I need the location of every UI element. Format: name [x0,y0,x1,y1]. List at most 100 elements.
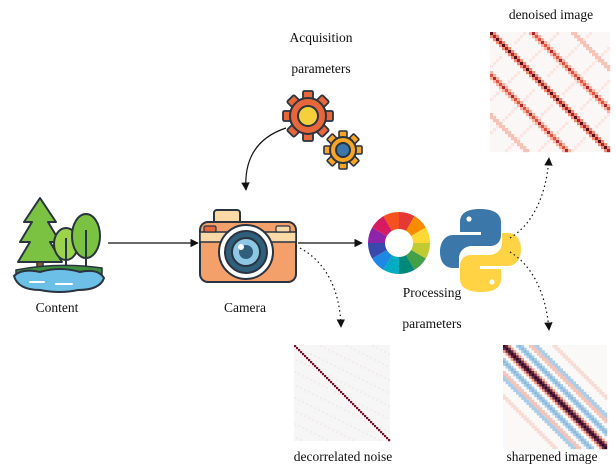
matrix-cell [523,146,527,150]
matrix-cell [607,80,611,84]
matrix-cell [544,384,548,387]
decorrelated-noise-panel [294,345,391,442]
matrix-cell [538,125,542,129]
matrix-cell [559,128,563,132]
matrix-cell [581,438,584,442]
matrix-cell [591,407,595,411]
matrix-cell [518,373,522,377]
matrix-cell [529,113,533,117]
matrix-cell [577,80,581,84]
arrow-python-to-sharpened [509,251,553,331]
matrix-cell [294,371,297,374]
matrix-cell [560,415,563,418]
matrix-cell [493,38,497,42]
color-wheel-segment [406,250,426,270]
matrix-cell [557,397,561,400]
matrix-cell [328,427,331,430]
matrix-cell [581,397,584,400]
matrix-cell [529,373,532,377]
matrix-cell [574,146,578,150]
matrix-cell [526,402,530,405]
matrix-cell [502,86,506,90]
matrix-cell [601,446,605,450]
matrix-cell [508,363,511,366]
matrix-cell [583,80,587,84]
matrix-cell [505,350,509,353]
matrix-cell [534,381,537,385]
matrix-cell [318,409,321,412]
matrix-cell [523,417,527,421]
matrix-cell [502,119,506,123]
matrix-cell [539,365,543,369]
matrix-cell [583,428,587,431]
matrix-cell [508,381,511,385]
matrix-cell [565,355,569,359]
matrix-cell [322,385,325,388]
matrix-cell [586,410,589,413]
matrix-cell [578,386,582,390]
matrix-cell [557,350,561,353]
matrix-cell [531,358,535,361]
matrix-cell [586,376,589,379]
matrix-cell [516,373,519,377]
matrix-cell [300,439,303,442]
matrix-cell [571,110,575,114]
matrix-cell [544,381,548,385]
matrix-cell [560,350,563,353]
matrix-cell [607,104,611,108]
matrix-cell [294,423,297,426]
matrix-cell [549,389,553,392]
matrix-cell [523,107,527,111]
matrix-cell [578,407,582,411]
matrix-cell [601,415,605,418]
matrix-cell [538,35,542,39]
matrix-cell [568,113,572,117]
matrix-cell [539,355,543,359]
matrix-cell [560,417,563,421]
matrix-cell [517,62,521,66]
matrix-cell [316,369,319,372]
matrix-cell [523,131,527,135]
matrix-cell [549,386,553,390]
matrix-cell [599,443,602,447]
matrix-cell [544,412,548,416]
matrix-cell [366,381,369,384]
matrix-cell [555,347,558,351]
matrix-cell [511,77,515,81]
matrix-cell [508,345,511,348]
matrix-cell [595,92,599,96]
matrix-cell [326,439,329,442]
matrix-cell [388,439,391,442]
matrix-cell [322,373,325,376]
matrix-cell [508,113,512,117]
matrix-cell [316,421,319,424]
matrix-cell [544,131,548,135]
matrix-cell [348,385,351,388]
content-label: Content [35,300,79,315]
matrix-cell [583,420,587,424]
matrix-cell [568,410,571,413]
matrix-cell [493,80,497,84]
matrix-cell [508,399,511,403]
matrix-cell [510,365,514,369]
matrix-cell [578,389,582,392]
matrix-cell [559,62,563,66]
matrix-cell [529,365,532,369]
matrix-cell [542,386,545,390]
matrix-cell [326,413,329,416]
matrix-cell [550,71,554,75]
matrix-cell [531,368,535,372]
matrix-cell [565,149,569,153]
matrix-cell [581,394,584,398]
matrix-cell [544,389,548,392]
matrix-cell [601,391,605,395]
matrix-cell [562,59,566,63]
matrix-cell [342,393,345,396]
matrix-cell [536,430,540,434]
matrix-cell [536,428,540,431]
matrix-cell [386,417,389,420]
matrix-cell [536,373,540,377]
matrix-cell [296,385,299,388]
matrix-cell [362,405,365,408]
matrix-cell [352,413,355,416]
